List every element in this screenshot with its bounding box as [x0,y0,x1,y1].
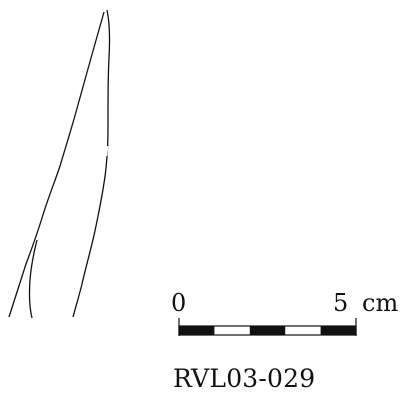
scale-unit-label: cm [362,289,399,317]
sherd-inner-break [104,145,109,157]
sherd-outer-profile [8,11,105,318]
scale-segment-5 [320,326,356,335]
scale-segment-3 [249,326,286,335]
sherd-inner-profile [72,9,111,318]
sherd-section-line [28,239,38,319]
catalogue-id-label: RVL03-029 [173,364,316,393]
scale-start-label: 0 [171,289,187,317]
sherd-outer-break [72,123,80,135]
scale-bar [178,318,357,336]
scale-segment-1 [179,326,215,335]
scale-end-value: 5 [333,289,349,317]
